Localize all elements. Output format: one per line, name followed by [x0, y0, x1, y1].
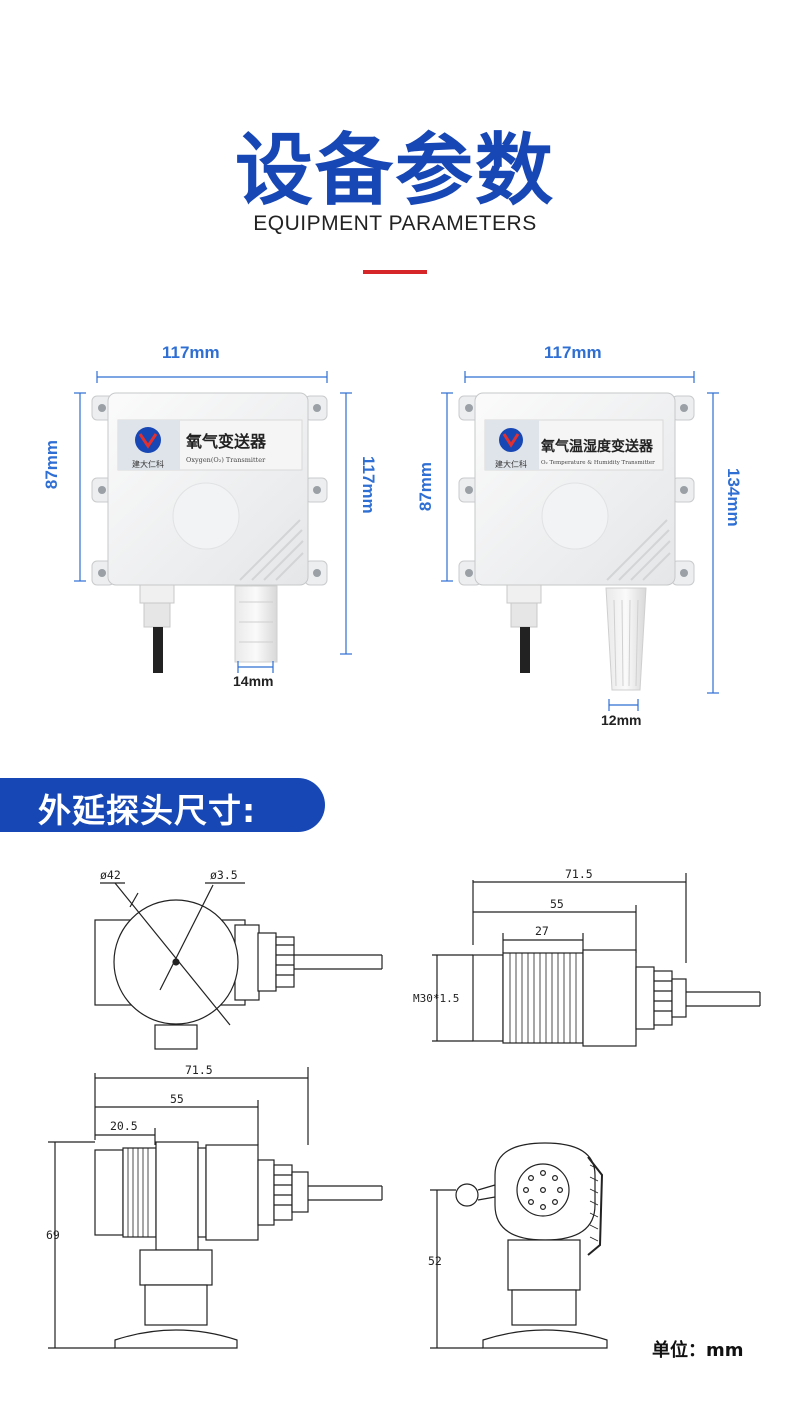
- drawing-front-view: ø42 ø3.5: [94, 868, 383, 1050]
- device-illustrations: 建大仁科 氧气变送器 Oxygen(O₂) Transmitter: [74, 371, 719, 711]
- drawing-side-view: 71.5 55 27 M30*1.5: [413, 867, 761, 1047]
- label-side-71-5: 71.5: [565, 867, 593, 881]
- label-side-55: 55: [550, 897, 564, 911]
- drawing-elbow-front: 52: [428, 1142, 608, 1349]
- device-1-width-label: 117mm: [162, 343, 220, 362]
- label-elbow-71-5: 71.5: [185, 1063, 213, 1077]
- device-2-height-label: 87mm: [416, 462, 435, 512]
- label-side-27: 27: [535, 924, 549, 938]
- label-elbow-55: 55: [170, 1092, 184, 1106]
- device-1: 建大仁科 氧气变送器 Oxygen(O₂) Transmitter: [74, 371, 352, 673]
- device-2-width-label: 117mm: [544, 343, 602, 362]
- page-subtitle: EQUIPMENT PARAMETERS: [253, 212, 537, 235]
- unit-label: 单位：mm: [652, 1340, 744, 1361]
- device-2-total-label: 134mm: [724, 468, 743, 527]
- device-1-probe-label: 14mm: [233, 673, 274, 689]
- label-thread: M30*1.5: [413, 992, 459, 1005]
- device-2: 建大仁科 氧气温湿度变送器 O₂ Temperature & Humidity …: [441, 371, 719, 711]
- section-title: 外延探头尺寸:: [38, 791, 257, 830]
- page-title: 设备参数: [234, 126, 555, 216]
- device-2-probe-label: 12mm: [601, 712, 642, 728]
- brand-label-1: 建大仁科: [132, 459, 164, 469]
- probe-drawings: ø42 ø3.5 71.5 55 27 M30*1.5 71.: [46, 867, 761, 1349]
- title-underline: [363, 270, 427, 274]
- device-name-en-1: Oxygen(O₂) Transmitter: [186, 456, 266, 464]
- label-elbow-20-5: 20.5: [110, 1119, 138, 1133]
- device-name-en-2: O₂ Temperature & Humidity Transmitter: [541, 460, 655, 466]
- section-banner: 外延探头尺寸:: [0, 778, 325, 832]
- label-diameter-42: ø42: [100, 868, 121, 882]
- device-name-cn-2: 氧气温湿度变送器: [540, 438, 654, 455]
- device-1-height-label: 87mm: [42, 440, 61, 490]
- label-diameter-3-5: ø3.5: [210, 868, 238, 882]
- brand-label-2: 建大仁科: [495, 459, 527, 469]
- drawing-elbow-view: 71.5 55 20.5 69: [46, 1063, 383, 1349]
- device-name-cn-1: 氧气变送器: [185, 432, 267, 451]
- label-front-52: 52: [428, 1254, 442, 1268]
- device-1-total-label: 117mm: [359, 456, 378, 514]
- label-elbow-69: 69: [46, 1228, 60, 1242]
